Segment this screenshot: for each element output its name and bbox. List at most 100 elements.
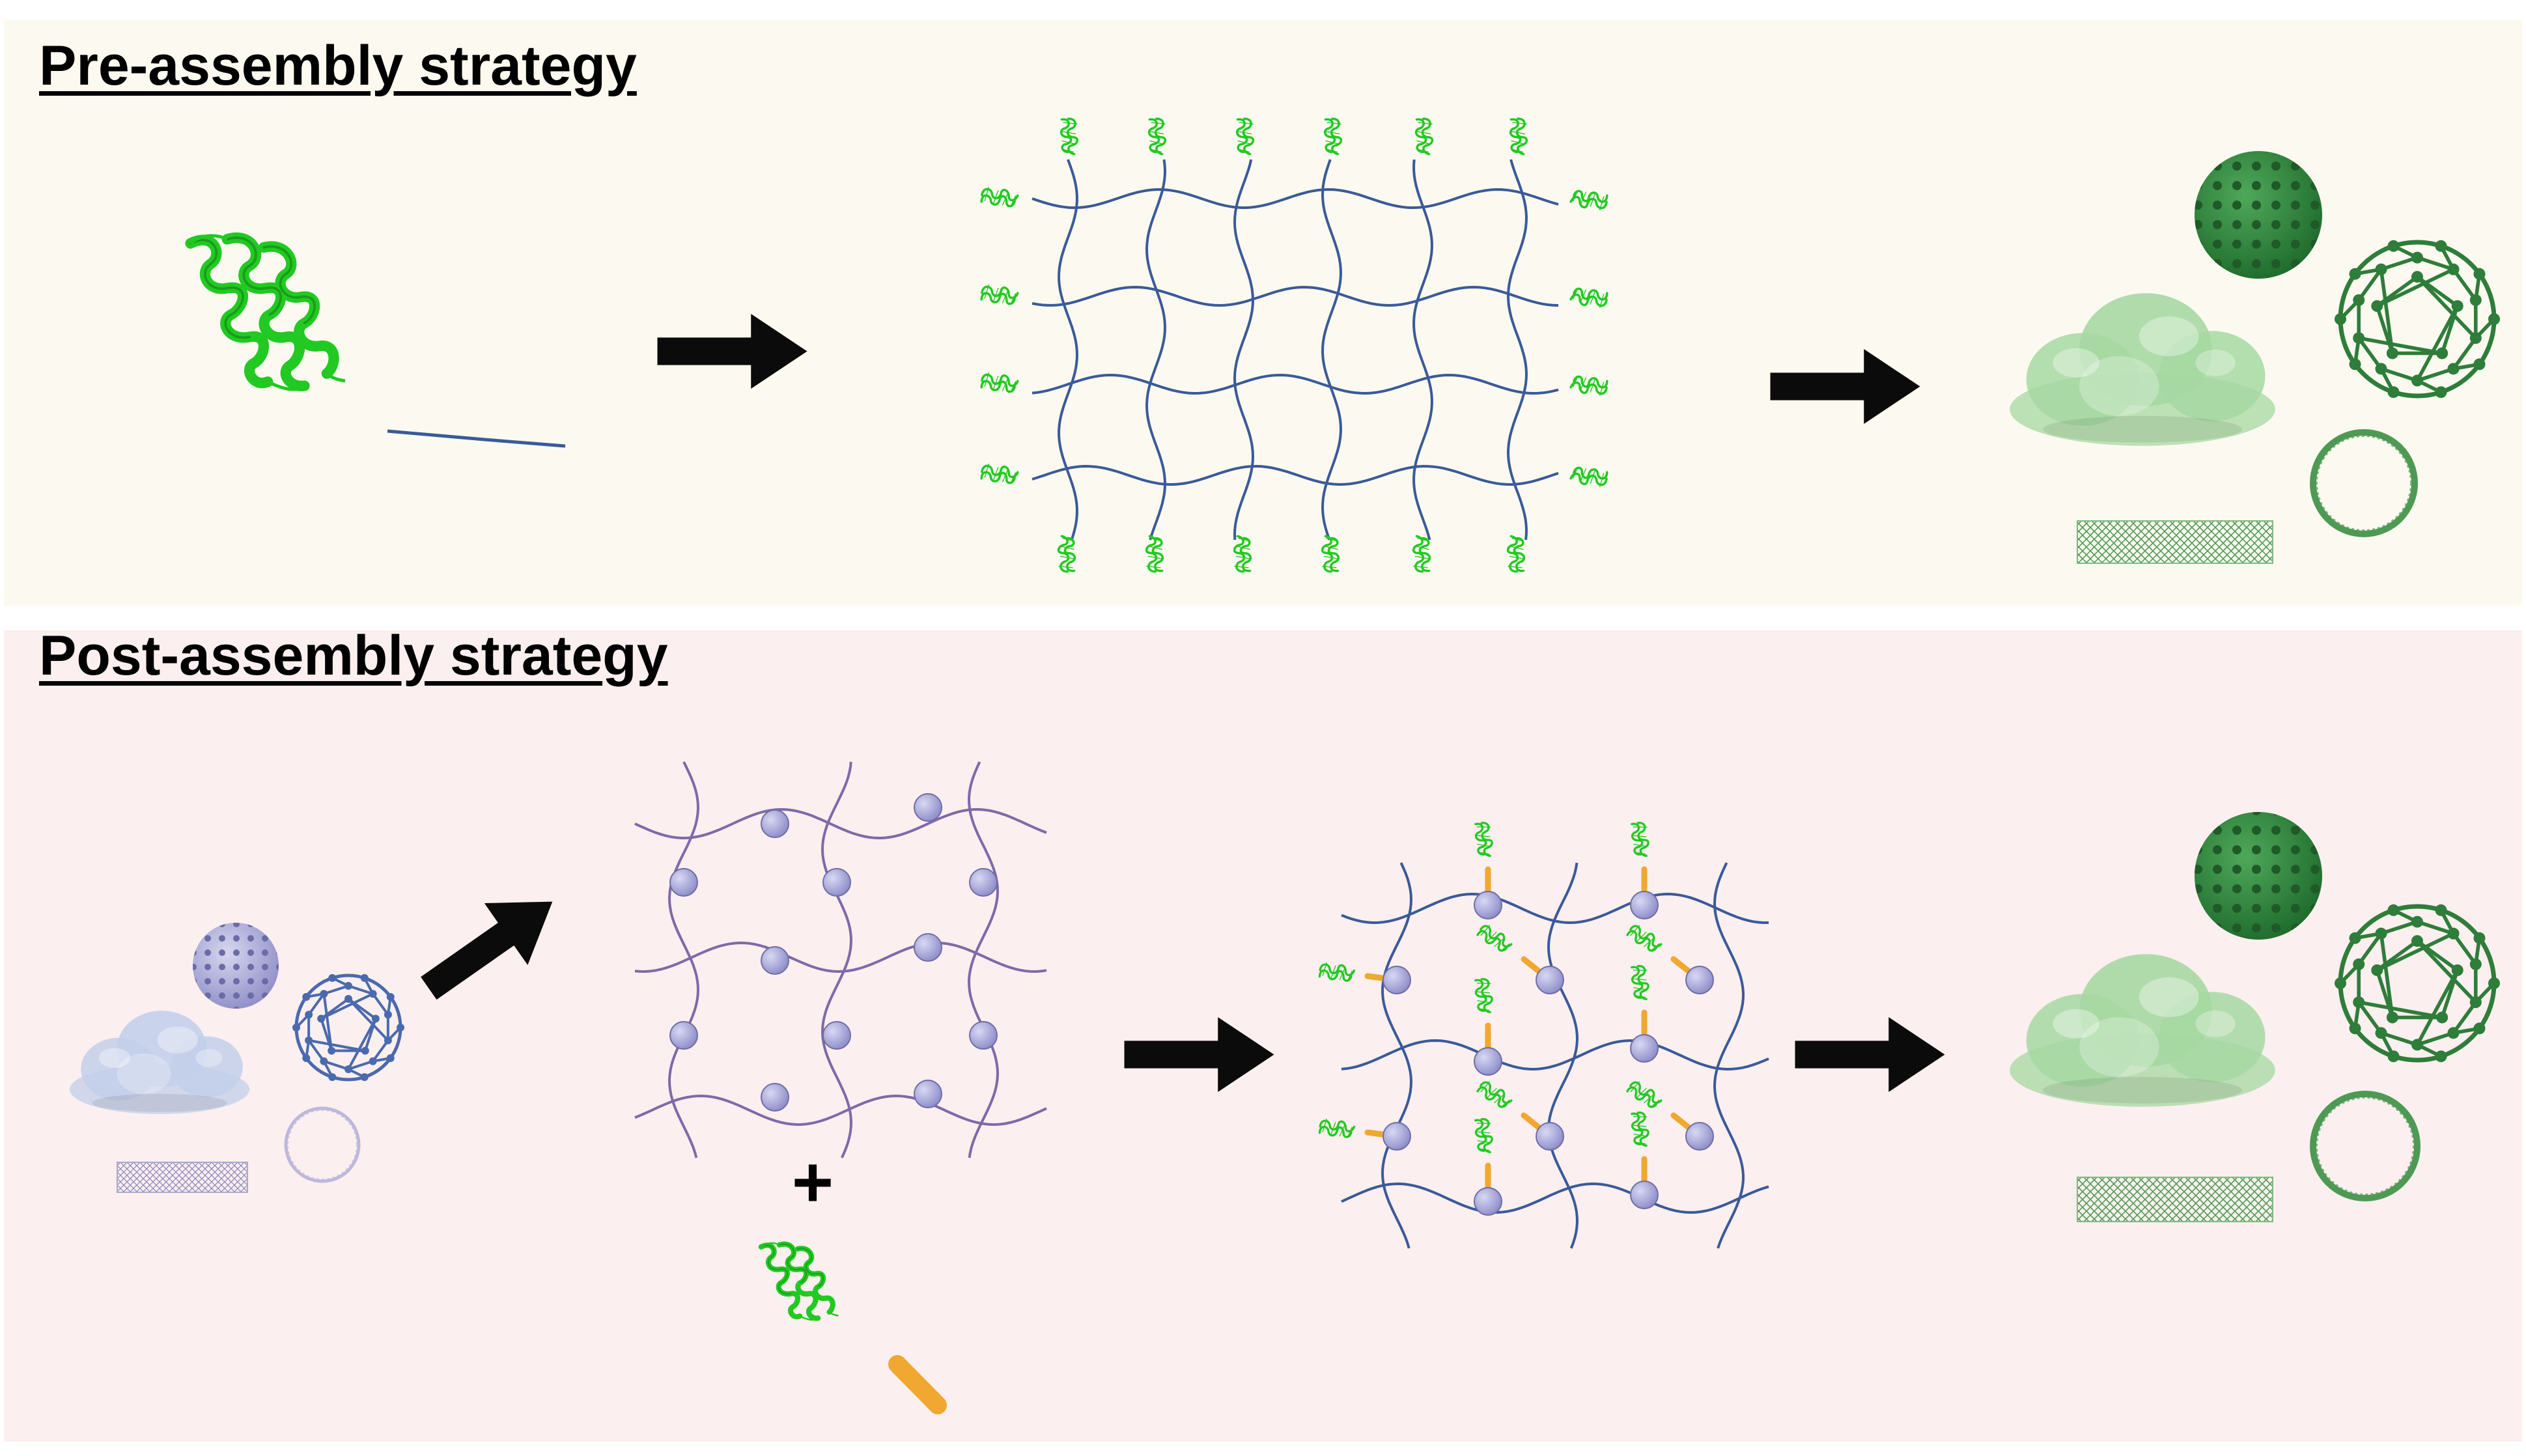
fullerene-atom xyxy=(2435,240,2447,252)
fullerene-atom xyxy=(2473,268,2486,280)
fullerene-atom xyxy=(2411,916,2423,928)
fullerene-bonds xyxy=(2338,244,2496,394)
fullerene-atom xyxy=(369,990,377,998)
fullerene-icon xyxy=(2335,904,2500,1063)
node-icon xyxy=(1630,1181,1659,1209)
node-icon xyxy=(761,809,789,838)
fullerene-atom xyxy=(371,1015,380,1023)
vesicle-ring-icon xyxy=(2316,1097,2414,1195)
node-icon xyxy=(1630,1034,1659,1063)
fullerene-atom xyxy=(2451,964,2463,976)
fullerene-atom xyxy=(344,982,352,990)
network-strand xyxy=(1412,159,1433,540)
post-assembly-title: Post-assembly strategy xyxy=(39,624,668,687)
network-strand xyxy=(1031,188,1559,210)
node-icon xyxy=(1536,966,1564,994)
network-strand xyxy=(1031,285,1559,307)
network-strand xyxy=(1031,464,1559,486)
fullerene-atom xyxy=(2411,271,2423,283)
nanotube-icon xyxy=(2077,520,2273,564)
fullerene-atom xyxy=(2473,358,2486,371)
scaffold-group xyxy=(69,923,404,1193)
fullerene-atom xyxy=(2447,263,2460,275)
fullerene-atom xyxy=(2488,977,2500,989)
fullerene-atom xyxy=(2353,332,2365,344)
fullerene-atom xyxy=(2469,996,2482,1009)
fullerene-atom xyxy=(344,995,352,1003)
network-grid-icon xyxy=(634,761,1047,1158)
node-icon xyxy=(1382,966,1411,994)
fullerene-bonds xyxy=(295,977,402,1078)
node-icon xyxy=(669,1021,698,1050)
node-icon xyxy=(914,933,942,962)
fullerene-atom xyxy=(328,973,337,982)
fullerene-atom xyxy=(384,1036,392,1044)
network-strand xyxy=(634,1094,1047,1127)
fullerene-atom xyxy=(2371,300,2383,312)
fullerene-icon xyxy=(292,973,404,1082)
nanotube-icon xyxy=(2077,1177,2273,1222)
fullerene-atom xyxy=(2375,927,2387,940)
fullerene-icon xyxy=(2335,240,2500,399)
vesicle-ring-icon xyxy=(2310,429,2418,537)
network-strand xyxy=(821,761,853,1158)
fullerene-atom xyxy=(2469,332,2482,344)
network-strand xyxy=(1058,159,1078,540)
fullerene-atom xyxy=(2387,386,2400,399)
tagged-protein-icon xyxy=(761,1243,947,1414)
network-strand xyxy=(1321,159,1343,540)
porous-sphere-icon xyxy=(2195,151,2322,279)
node-icon xyxy=(669,868,698,897)
fullerene-atom xyxy=(397,1024,404,1031)
fullerene-atom xyxy=(2387,904,2400,916)
fullerene-atom xyxy=(328,1073,337,1082)
fullerene-atom xyxy=(2353,294,2365,306)
node-icon xyxy=(1536,1122,1564,1151)
fullerene-atom xyxy=(320,990,328,998)
node-icon xyxy=(1685,966,1714,994)
fullerene-atom xyxy=(2411,374,2423,387)
fullerene-atom xyxy=(2375,263,2387,275)
fullerene-atom xyxy=(344,1065,352,1073)
node-icon xyxy=(914,1080,942,1108)
fullerene-atom xyxy=(2349,268,2361,280)
node-icon xyxy=(1474,1047,1502,1076)
node-icon xyxy=(1382,1122,1411,1151)
fullerene-atom xyxy=(386,992,395,1001)
fullerene-atom xyxy=(2473,1022,2486,1035)
fullerene-atom xyxy=(2349,358,2361,371)
fullerene-atom xyxy=(360,973,369,982)
nanotube-icon xyxy=(117,1162,248,1193)
fullerene-atom xyxy=(2469,958,2482,970)
fullerene-atom xyxy=(2353,958,2365,970)
porous-sphere-icon xyxy=(2195,812,2322,940)
pre-assembly-title: Pre-assembly strategy xyxy=(39,35,637,97)
fullerene-atom xyxy=(2435,1050,2447,1063)
network-grid-icon xyxy=(979,117,1609,572)
network-strand xyxy=(1547,862,1579,1249)
fullerene-atom xyxy=(2451,300,2463,312)
network-strand xyxy=(1031,373,1559,395)
scaffold-group xyxy=(2010,812,2500,1222)
fullerene-atom xyxy=(2469,294,2482,306)
fullerene-atom xyxy=(2335,313,2346,325)
node-icon xyxy=(822,1021,851,1050)
node-icon xyxy=(969,868,998,897)
linker-tag-icon xyxy=(888,1355,947,1414)
network-strand xyxy=(1145,159,1167,540)
node-icon xyxy=(914,793,942,822)
network-grid-icon xyxy=(1318,822,1769,1249)
fullerene-atom xyxy=(302,992,311,1001)
node-icon xyxy=(1474,1187,1502,1216)
vesicle-ring-icon xyxy=(2316,436,2411,531)
fullerene-atom xyxy=(2387,240,2400,252)
fullerene-atom xyxy=(2371,964,2383,976)
network-strand xyxy=(967,761,1000,1158)
network-strand xyxy=(1713,862,1745,1249)
network-strand xyxy=(1233,159,1255,540)
fullerene-atom xyxy=(302,1054,311,1063)
fullerene-atom xyxy=(2387,1050,2400,1063)
network-strand xyxy=(1341,1182,1769,1214)
network-strand xyxy=(1381,862,1413,1249)
